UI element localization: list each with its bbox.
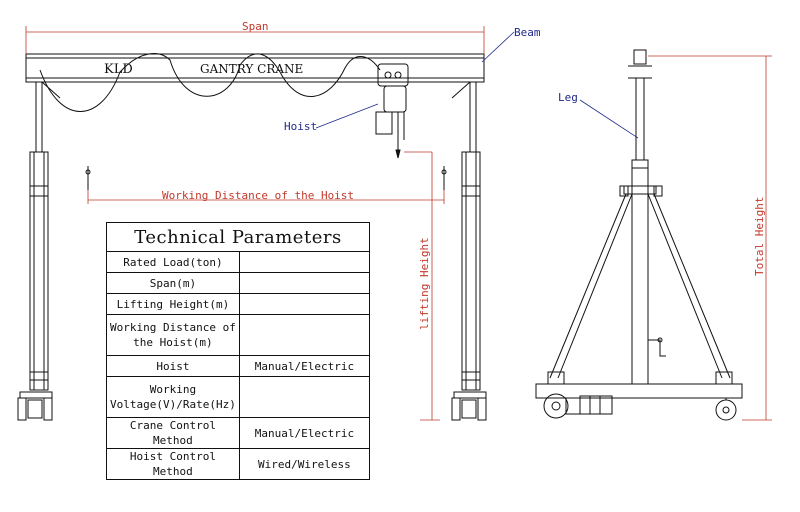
side-view: [535, 49, 743, 421]
table-row: Crane Control Method Manual/Electric: [106, 417, 371, 449]
beam-label: Beam: [514, 26, 541, 39]
param-hoist-control: Hoist Control Method: [106, 448, 240, 480]
table-row: Hoist Control Method Wired/Wireless: [106, 448, 371, 480]
table-title: Technical Parameters: [106, 222, 370, 252]
technical-parameters-table: Technical Parameters Rated Load(ton) Spa…: [106, 222, 371, 480]
festoon-cable: [39, 53, 381, 112]
param-working-distance: Working Distance of the Hoist(m): [106, 314, 240, 356]
front-view: [17, 53, 487, 421]
param-span: Span(m): [106, 272, 240, 294]
value-working-voltage: [238, 376, 371, 418]
hoist-unit: [375, 63, 409, 159]
leg-label: Leg: [558, 91, 578, 104]
table-row: Span(m): [106, 272, 371, 294]
working-distance-label: Working Distance of the Hoist: [162, 189, 354, 202]
callout-lines: [315, 31, 639, 139]
value-hoist: Manual/Electric: [238, 355, 371, 377]
span-label: Span: [242, 20, 269, 33]
hoist-limit-markers: [85, 166, 447, 190]
value-crane-control: Manual/Electric: [238, 417, 371, 449]
param-lifting-height: Lifting Height(m): [106, 293, 240, 315]
param-working-voltage: Working Voltage(V)/Rate(Hz): [106, 376, 240, 418]
right-leg: [451, 81, 487, 421]
value-working-distance: [238, 314, 371, 356]
crane-name-text: GANTRY CRANE: [200, 62, 303, 76]
value-hoist-control: Wired/Wireless: [238, 448, 371, 480]
brand-text: KLD: [104, 62, 133, 77]
table-row: Lifting Height(m): [106, 293, 371, 315]
table-row: Working Distance of the Hoist(m): [106, 314, 371, 356]
table-row: Rated Load(ton): [106, 251, 371, 273]
param-hoist: Hoist: [106, 355, 240, 377]
hoist-label: Hoist: [284, 120, 317, 133]
value-span: [238, 272, 371, 294]
front-dimensions: [25, 26, 485, 421]
param-rated-load: Rated Load(ton): [106, 251, 240, 273]
table-row: Hoist Manual/Electric: [106, 355, 371, 377]
value-lifting-height: [238, 293, 371, 315]
table-row: Working Voltage(V)/Rate(Hz): [106, 376, 371, 418]
left-leg: [17, 81, 61, 421]
total-height-label: Total Height: [753, 197, 766, 276]
param-crane-control: Crane Control Method: [106, 417, 240, 449]
side-dimensions: [648, 55, 772, 421]
value-rated-load: [238, 251, 371, 273]
lifting-height-label: lifting Height: [418, 237, 431, 330]
